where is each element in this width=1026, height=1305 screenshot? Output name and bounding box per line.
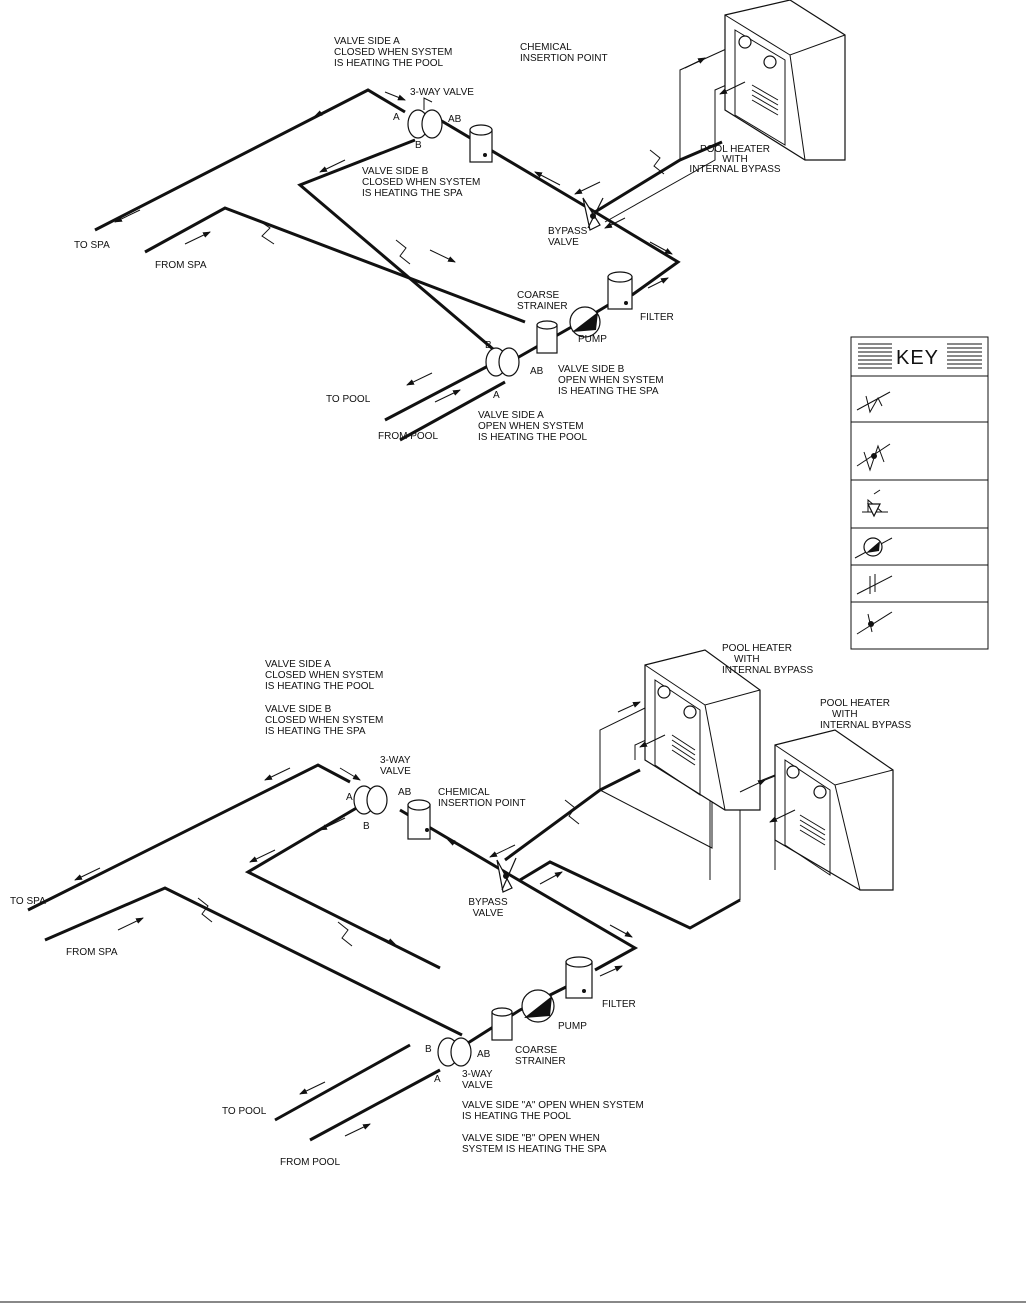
key-three-way-valve-icon <box>862 489 888 518</box>
bottom-lower-port-ab: AB <box>477 1049 491 1060</box>
key-check-valve-icon <box>856 391 891 414</box>
key-shutoff-valve-icon <box>856 611 893 635</box>
bottom-valve-port-b: B <box>363 821 370 832</box>
top-valve-port-a: A <box>393 112 400 123</box>
check-valve-heater <box>649 149 665 175</box>
bottom-lower-port-a: A <box>434 1074 441 1085</box>
bottom-check-valve-1 <box>197 897 213 923</box>
bottom-heater-line-1 <box>599 707 646 790</box>
top-from-pool-label: FROM POOL <box>378 431 438 442</box>
bottom-valve-port-a: A <box>346 792 353 803</box>
filter-icon <box>607 271 633 310</box>
key-title-rules <box>858 343 982 369</box>
heater-line-in <box>679 44 736 160</box>
bottom-pump-icon[interactable] <box>521 989 555 1023</box>
chemical-insertion-icon <box>469 124 493 163</box>
bottom-bypass-valve-icon[interactable] <box>496 857 517 893</box>
bottom-pipe-heater-return <box>504 768 641 862</box>
lower-three-way-valve-icon[interactable] <box>485 347 520 377</box>
bottom-pipe-to-spa <box>27 763 351 912</box>
top-to-spa-label: TO SPA <box>74 240 110 251</box>
bottom-pipe-chemical-bypass <box>399 808 639 972</box>
bottom-filter-label: FILTER <box>602 999 636 1010</box>
bottom-to-spa-label: TO SPA <box>10 896 46 907</box>
pipe-from-spa <box>144 206 526 324</box>
pipe-valve-b-loop <box>297 138 501 357</box>
key-legend: KEY <box>850 336 989 650</box>
pool-heater-box <box>724 0 846 161</box>
pipe-to-spa <box>94 88 406 232</box>
pipe-chemical-to-bypass <box>439 118 681 297</box>
top-lower-port-ab: AB <box>530 366 544 377</box>
bottom-pipe-from-pool <box>309 1068 441 1142</box>
bottom-from-pool-label: FROM POOL <box>280 1157 340 1168</box>
bottom-filter-icon <box>565 956 593 999</box>
bottom-lower-three-way-valve-icon[interactable] <box>437 1037 472 1067</box>
top-filter-label: FILTER <box>640 312 674 323</box>
bottom-pump-label: PUMP <box>558 1021 587 1032</box>
bottom-to-pool-label: TO POOL <box>222 1106 267 1117</box>
check-valve-loop <box>395 239 411 265</box>
bottom-check-valve-2 <box>337 921 353 947</box>
bottom-lower-port-b: B <box>425 1044 432 1055</box>
bottom-pipe-pump-line <box>459 983 571 1050</box>
key-title: KEY <box>896 347 939 369</box>
bottom-pipe-to-pool <box>274 1043 411 1122</box>
key-bypass-valve-icon <box>856 443 891 472</box>
bottom-chemical-insertion-icon <box>407 799 431 840</box>
bottom-three-way-valve-icon[interactable] <box>353 785 388 815</box>
bottom-coarse-strainer-icon <box>491 1007 513 1041</box>
key-pump-icon <box>854 537 893 559</box>
top-lower-port-a: A <box>493 390 500 401</box>
bottom-pipe-from-spa <box>44 886 463 1037</box>
bottom-pipe-heater-supply <box>519 860 741 930</box>
bottom-pipe-b-loop <box>244 798 441 970</box>
top-to-pool-label: TO POOL <box>326 394 371 405</box>
bottom-flow-arrows <box>74 701 796 1137</box>
bottom-pool-heater-2-box <box>774 729 894 891</box>
top-from-spa-label: FROM SPA <box>155 260 207 271</box>
top-flow-arrows <box>114 57 746 403</box>
pipe-from-pool <box>399 380 506 442</box>
bottom-pool-heater-1-box <box>644 649 761 811</box>
pipe-to-pool <box>384 363 491 422</box>
bypass-valve-icon[interactable] <box>582 197 604 231</box>
top-pump-label: PUMP <box>578 334 607 345</box>
bottom-from-spa-label: FROM SPA <box>66 947 118 958</box>
top-lower-port-b: B <box>485 340 492 351</box>
bottom-check-valve-3 <box>564 799 580 825</box>
top-valve-port-ab: AB <box>448 114 462 125</box>
key-union-icon <box>856 574 893 595</box>
bottom-valve-port-ab: AB <box>398 787 412 798</box>
top-valve-port-b: B <box>415 140 422 151</box>
three-way-valve-icon[interactable] <box>407 97 443 139</box>
coarse-strainer-icon <box>536 320 558 354</box>
pump-icon[interactable] <box>569 306 601 338</box>
check-valve-from-spa <box>257 219 275 245</box>
top-three-way-valve-label: 3-WAY VALVE <box>410 87 474 98</box>
